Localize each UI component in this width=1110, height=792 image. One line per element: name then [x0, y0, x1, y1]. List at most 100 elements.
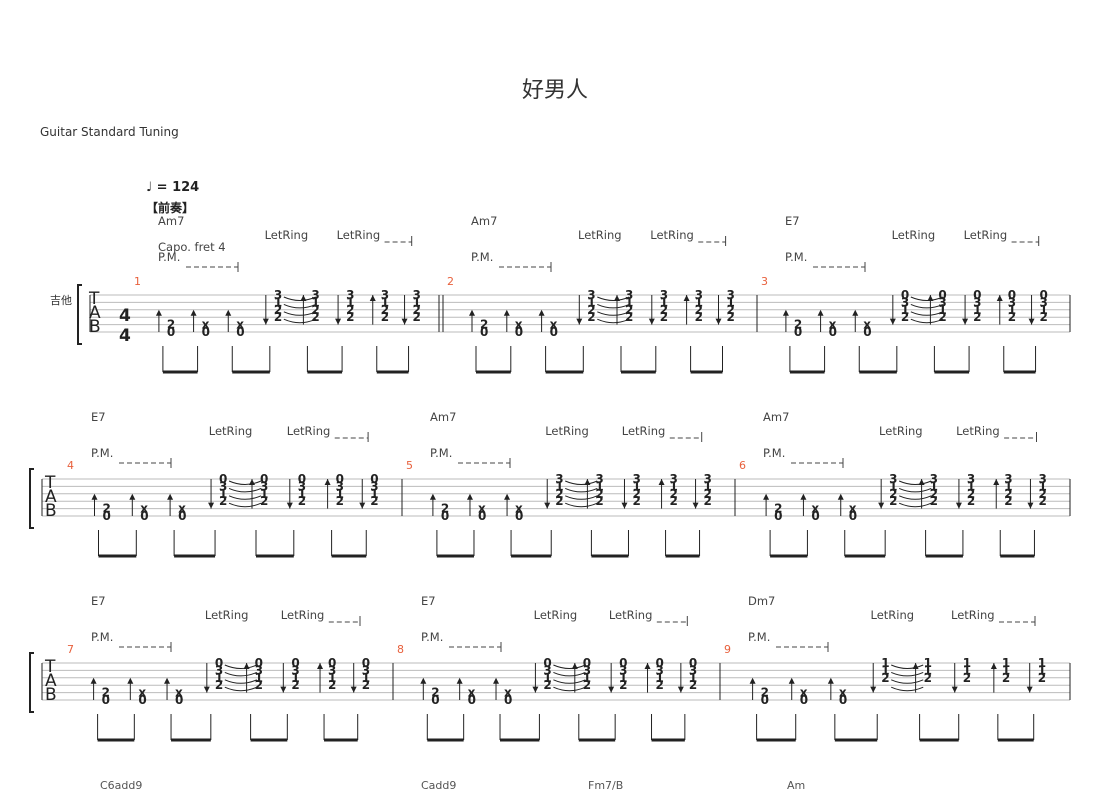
fret-number: 0 — [219, 472, 227, 486]
let-ring-label: LetRing — [204, 608, 249, 622]
fret-number: 2 — [1002, 671, 1010, 685]
measure-number: 3 — [761, 275, 768, 288]
let-ring-label: LetRing — [578, 228, 622, 242]
fret-number: 2 — [328, 678, 336, 692]
fret-number: 3 — [260, 479, 268, 493]
fret-number: 0 — [515, 509, 523, 523]
down-strum-arrow-icon — [889, 318, 896, 325]
fret-number: 2 — [291, 678, 299, 692]
down-strum-arrow-icon — [648, 318, 655, 325]
fret-number: x — [863, 318, 871, 332]
up-strum-arrow-icon — [504, 493, 511, 500]
up-strum-arrow-icon — [827, 677, 834, 684]
fret-number: x — [504, 686, 512, 700]
up-strum-arrow-icon — [129, 493, 136, 500]
palm-mute-label: P.M. — [430, 446, 453, 460]
down-strum-arrow-icon — [621, 502, 628, 509]
fret-number: 3 — [689, 663, 697, 677]
fret-number: 1 — [1002, 663, 1010, 677]
fret-number: 3 — [967, 472, 975, 486]
let-ring-tie — [283, 296, 317, 301]
palm-mute-label: P.M. — [91, 446, 114, 460]
fret-number: 2 — [381, 303, 389, 317]
fret-number: x — [829, 318, 837, 332]
let-ring-tie — [898, 495, 932, 500]
up-strum-arrow-icon — [90, 677, 97, 684]
fret-number: 2 — [695, 310, 703, 324]
up-strum-arrow-icon — [167, 493, 174, 500]
fret-number: 2 — [555, 494, 563, 508]
let-ring-tie — [224, 671, 258, 677]
palm-mute-label: P.M. — [748, 630, 771, 644]
fret-number: 3 — [583, 663, 591, 677]
fret-number: 1 — [1038, 663, 1046, 677]
up-strum-arrow-icon — [683, 295, 690, 301]
fret-number: 2 — [889, 494, 897, 508]
fret-number: 3 — [901, 295, 909, 309]
fret-number: 3 — [973, 295, 981, 309]
down-strum-arrow-icon — [1026, 686, 1033, 693]
chord-name: E7 — [91, 594, 106, 608]
fret-number: 2 — [587, 303, 595, 317]
fret-number: x — [140, 502, 148, 516]
fret-number: 2 — [660, 310, 668, 324]
up-strum-arrow-icon — [456, 677, 463, 684]
up-strum-arrow-icon — [155, 309, 162, 316]
fret-number: 1 — [938, 303, 946, 317]
staff-bracket — [29, 468, 34, 529]
down-strum-arrow-icon — [203, 686, 210, 693]
up-strum-arrow-icon — [763, 493, 770, 500]
fret-number: 1 — [881, 656, 889, 670]
fret-number: 2 — [774, 502, 782, 516]
fret-number: 1 — [695, 295, 703, 309]
fret-number: 1 — [219, 487, 227, 501]
fret-number: 3 — [311, 288, 319, 302]
fret-number: 2 — [973, 310, 981, 324]
let-ring-label: LetRing — [650, 228, 694, 242]
let-ring-tie — [597, 296, 630, 301]
fret-number: 0 — [328, 656, 336, 670]
staff-bracket — [29, 652, 34, 713]
let-ring-label: LetRing — [608, 608, 653, 622]
up-strum-arrow-icon — [538, 309, 545, 316]
fret-number: 0 — [255, 656, 263, 670]
fret-number: 1 — [370, 487, 378, 501]
fret-number: x — [550, 318, 558, 332]
fret-number: 2 — [670, 487, 678, 501]
measure-number: 7 — [67, 643, 74, 656]
let-ring-tie — [228, 495, 262, 500]
fret-number: 2 — [619, 678, 627, 692]
fret-number: 2 — [346, 310, 354, 324]
fret-number: 0 — [829, 325, 837, 339]
fret-number: 2 — [930, 494, 938, 508]
tab-clef-letter: T — [44, 473, 56, 493]
fret-number: 0 — [370, 472, 378, 486]
let-ring-tie — [224, 686, 258, 692]
fret-number: 1 — [901, 303, 909, 317]
let-ring-tie — [228, 487, 262, 493]
fret-number: 2 — [480, 318, 488, 332]
fret-number: 0 — [291, 656, 299, 670]
chord-name: E7 — [91, 410, 106, 424]
fret-number: 2 — [102, 686, 110, 700]
fret-number: 1 — [619, 671, 627, 685]
fret-number: 2 — [215, 678, 223, 692]
fret-number: 0 — [468, 693, 476, 707]
let-ring-tie — [224, 679, 258, 684]
fret-number: 3 — [219, 479, 227, 493]
fret-number: 1 — [583, 671, 591, 685]
fret-number: x — [515, 318, 523, 332]
fret-number: 1 — [336, 487, 344, 501]
let-ring-label: LetRing — [870, 608, 915, 622]
measure-number: 2 — [447, 275, 454, 288]
down-strum-arrow-icon — [544, 502, 551, 509]
tab-clef-letter: B — [45, 685, 57, 705]
fret-number: 3 — [413, 288, 421, 302]
fret-number: 0 — [1008, 288, 1016, 302]
fret-number: 3 — [336, 479, 344, 493]
fret-number: 1 — [889, 479, 897, 493]
down-strum-arrow-icon — [208, 502, 215, 509]
fret-number: 0 — [138, 693, 146, 707]
let-ring-tie — [553, 664, 586, 669]
